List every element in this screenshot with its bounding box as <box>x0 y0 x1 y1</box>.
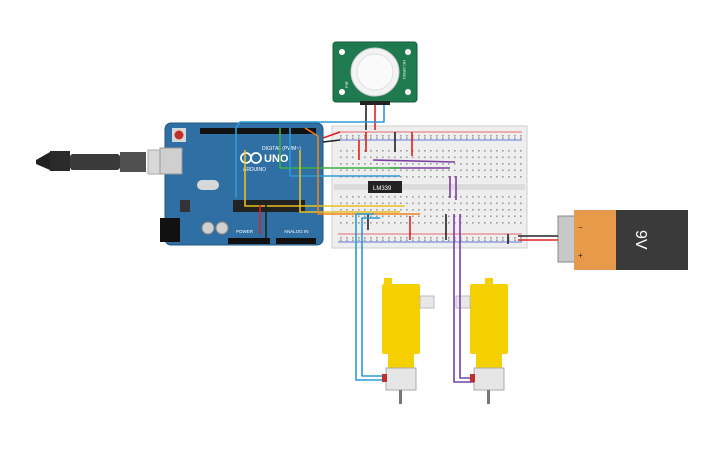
lm339-chip: LM339 <box>368 181 402 193</box>
analog-header-label: ANALOG IN <box>284 229 309 234</box>
battery-plus: + <box>578 251 583 260</box>
battery-9v: 9V − + <box>557 210 688 270</box>
wire-motor-right-b <box>459 214 474 379</box>
usb-cable-icon <box>36 149 175 175</box>
pir-label-right: HC-SR501 <box>402 60 407 80</box>
wires <box>235 105 558 383</box>
analog-header <box>276 238 316 244</box>
wire-green <box>279 128 400 169</box>
board-brand: ARDUINO <box>243 167 266 173</box>
wire-gnd <box>322 139 341 143</box>
wire-pir-out <box>235 105 385 198</box>
power-header <box>228 238 270 244</box>
arduino-uno-board: DIGITAL (PWM~) UNO ARDUINO POWER ANALOG … <box>159 122 324 246</box>
wire-yellow <box>244 150 405 207</box>
digital-header <box>200 128 316 134</box>
pir-label-left: PIR <box>344 81 349 88</box>
breadboard <box>331 125 528 249</box>
reset-button-icon[interactable] <box>172 128 186 142</box>
board-model: UNO <box>264 153 289 165</box>
digital-header-label: DIGITAL (PWM~) <box>262 146 301 152</box>
pir-sensor: PIR HC-SR501 <box>332 41 418 105</box>
power-header-label: POWER <box>236 229 254 234</box>
wire-motor-left-a <box>355 213 386 381</box>
dc-motor-left <box>382 278 435 404</box>
battery-label: 9V <box>632 230 649 250</box>
battery-minus: − <box>578 223 583 232</box>
wire-motor-right-a <box>453 214 474 383</box>
arduino-logo-icon <box>240 152 262 164</box>
wire-purple-jumper <box>372 159 456 163</box>
lm339-label: LM339 <box>373 186 392 192</box>
wire-5v <box>322 131 341 139</box>
dc-motor-right <box>455 278 508 404</box>
wire-motor-left-b <box>361 217 386 377</box>
